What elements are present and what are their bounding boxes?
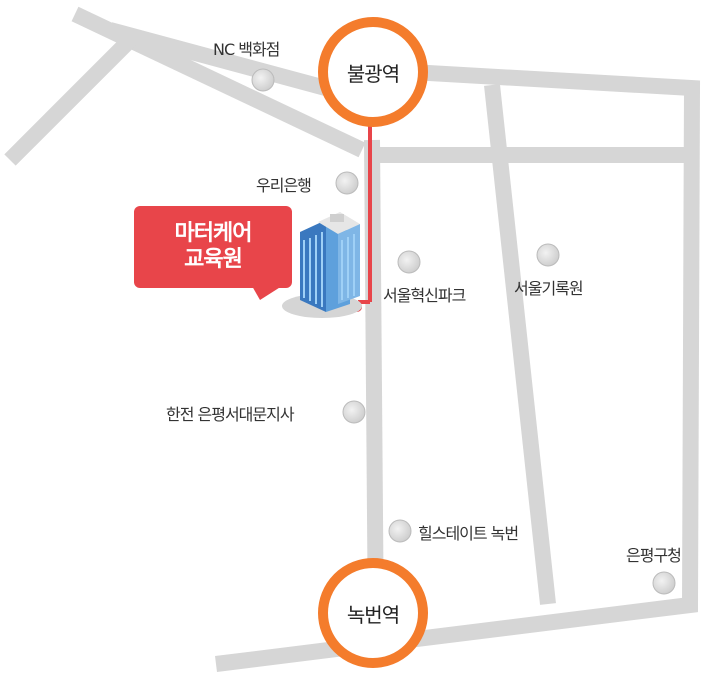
station-nokbeon: 녹번역 bbox=[318, 558, 428, 668]
station-bulgwang-label: 불광역 bbox=[346, 61, 400, 86]
label-woori-bank: 우리은행 bbox=[256, 176, 312, 195]
station-bulgwang: 불광역 bbox=[318, 17, 428, 127]
road-west-diagonal bbox=[4, 29, 141, 166]
road-main-vertical bbox=[364, 139, 384, 641]
station-nokbeon-label: 녹번역 bbox=[346, 602, 400, 627]
road-north-east bbox=[215, 62, 701, 672]
marker-kepco bbox=[342, 400, 366, 424]
road-network bbox=[4, 6, 701, 672]
destination-callout: 마터케어 교육원 bbox=[134, 206, 292, 288]
label-kepco: 한전 은평서대문지사 bbox=[166, 405, 295, 424]
marker-eunpyeong-office bbox=[652, 571, 676, 595]
marker-woori-bank bbox=[335, 171, 359, 195]
building-icon bbox=[282, 212, 362, 318]
marker-seoul-innovation-park bbox=[397, 250, 421, 274]
destination-name-line1: 마터케어 bbox=[174, 221, 253, 246]
road-inner-vertical bbox=[484, 84, 556, 605]
label-eunpyeong-office: 은평구청 bbox=[626, 546, 682, 565]
label-nc-department: NC 백화점 bbox=[213, 40, 280, 59]
marker-nc-department bbox=[251, 68, 275, 92]
walking-route bbox=[358, 120, 372, 304]
landmark-markers bbox=[251, 68, 676, 595]
destination-name-line2: 교육원 bbox=[184, 247, 243, 272]
marker-hillstate bbox=[388, 519, 412, 543]
marker-seoul-archives bbox=[536, 243, 560, 267]
label-seoul-innovation-park: 서울혁신파크 bbox=[383, 286, 466, 305]
label-hillstate: 힐스테이트 녹번 bbox=[418, 524, 519, 543]
destination-callout-tail bbox=[252, 286, 282, 300]
label-seoul-archives: 서울기록원 bbox=[514, 279, 584, 298]
